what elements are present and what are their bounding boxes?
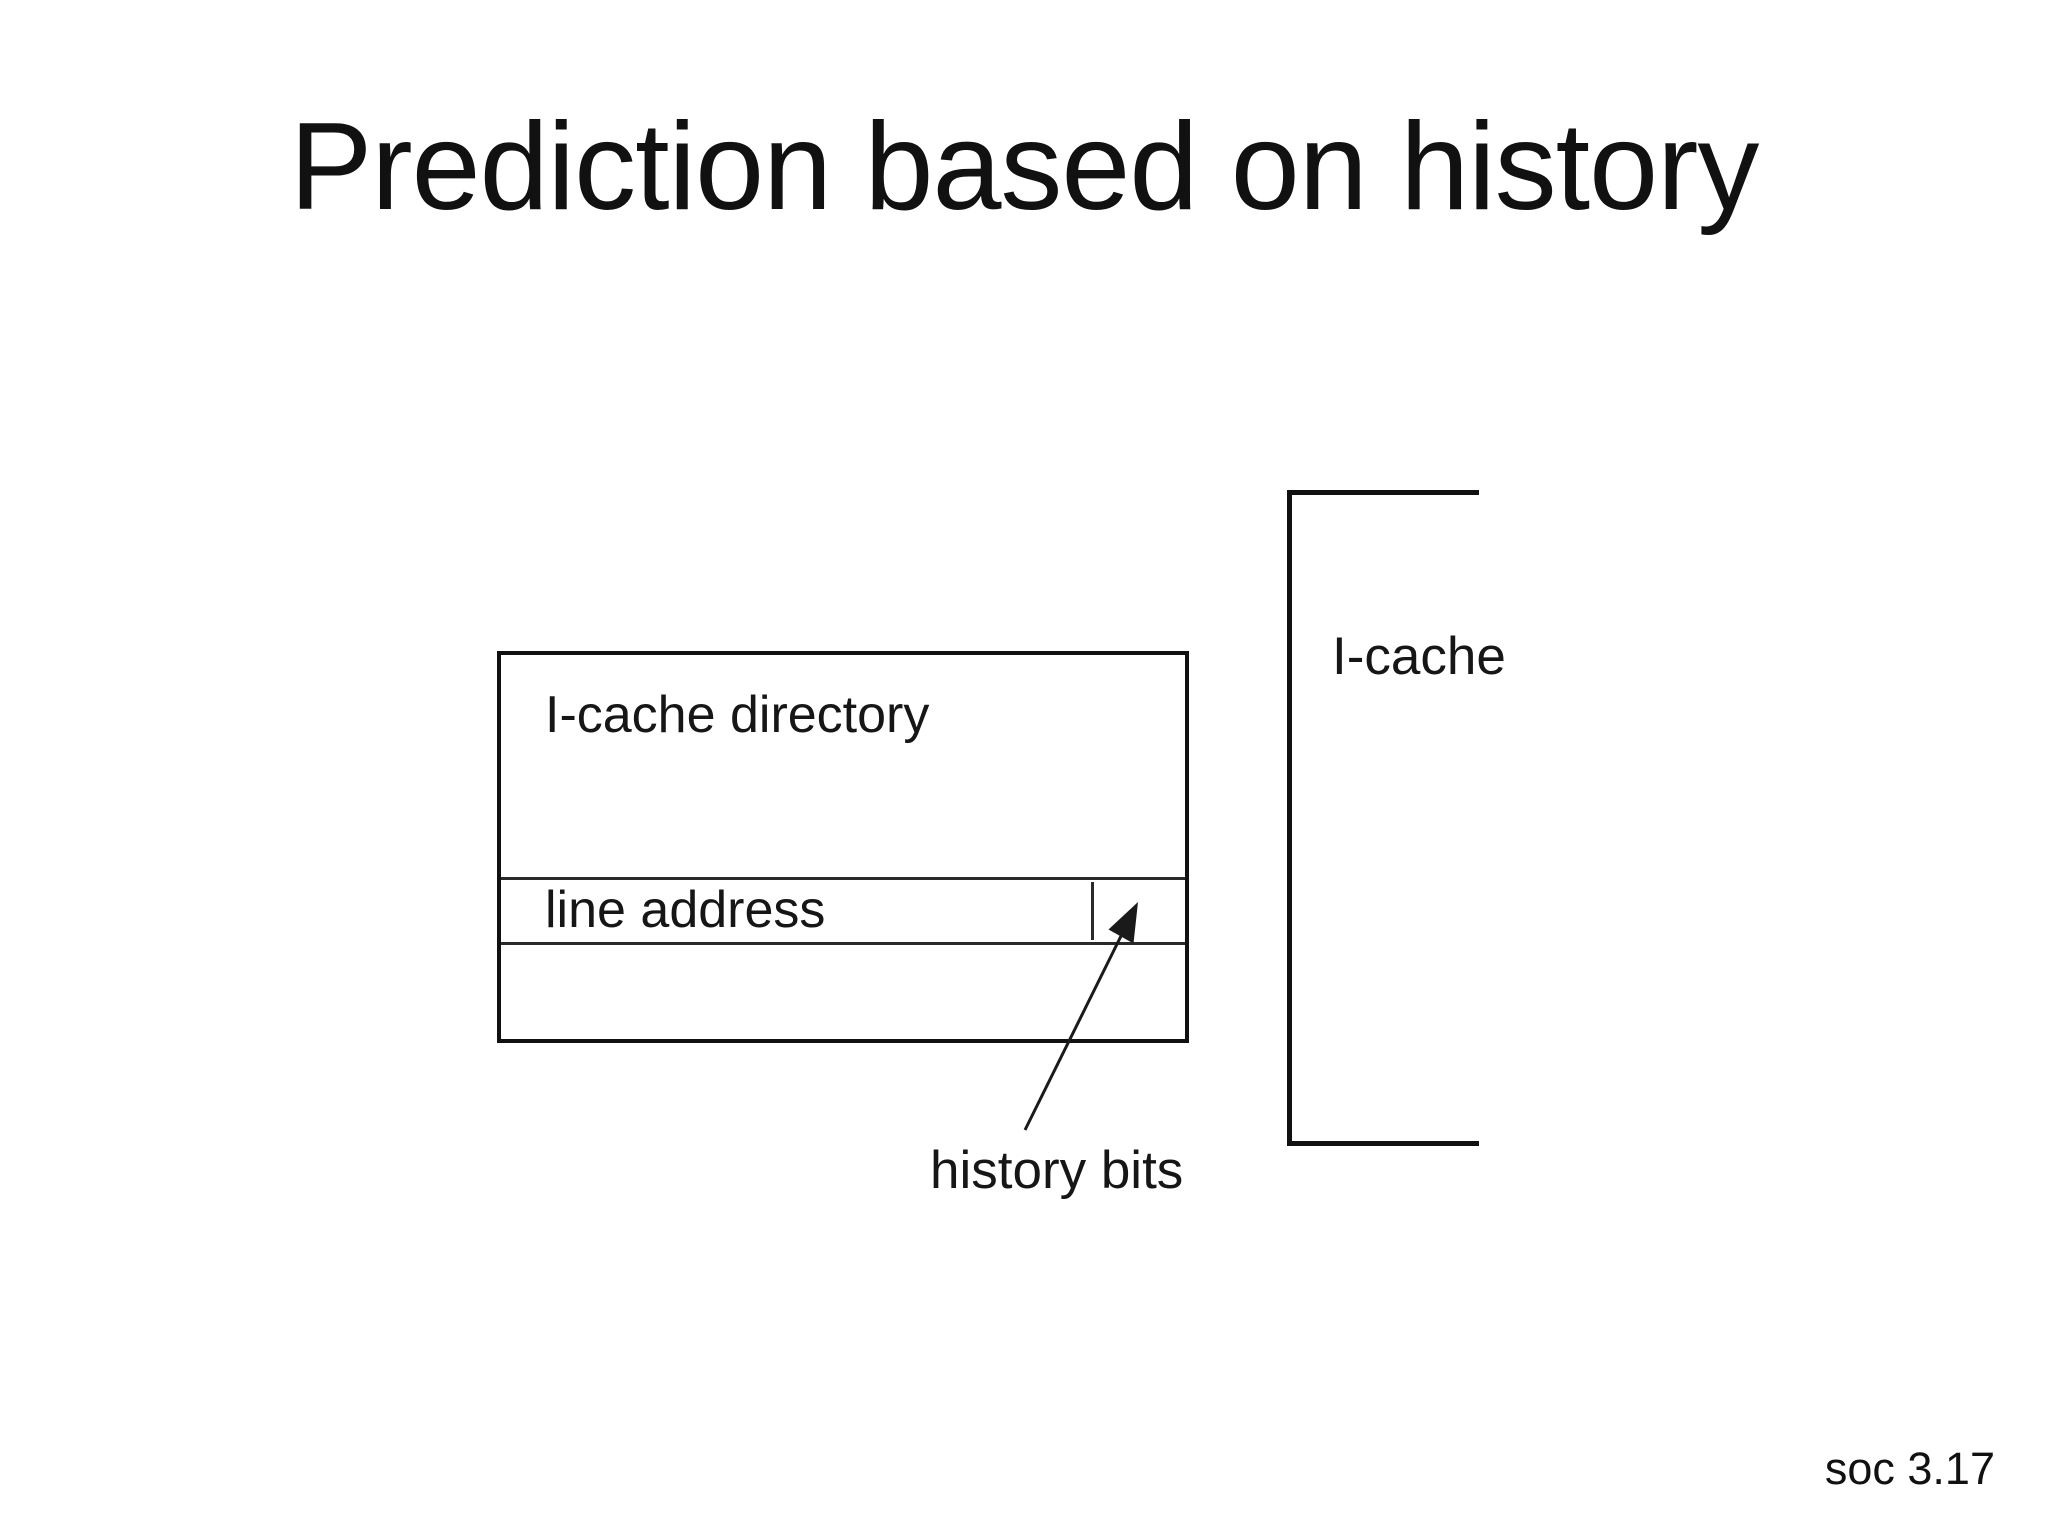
slide-number: soc 3.17 — [1824, 1443, 1995, 1494]
icache-directory-label: I-cache directory — [545, 686, 930, 744]
icache-label: I-cache — [1332, 627, 1506, 686]
history-bits-label: history bits — [930, 1141, 1184, 1200]
history-bits-cell-divider — [1091, 882, 1094, 940]
icache-directory-box: I-cache directory line address — [497, 651, 1189, 1043]
line-address-label: line address — [545, 880, 826, 939]
icache-bracket — [1287, 490, 1479, 1146]
line-address-row: line address — [501, 877, 1185, 945]
slide-title: Prediction based on history — [289, 98, 1760, 236]
